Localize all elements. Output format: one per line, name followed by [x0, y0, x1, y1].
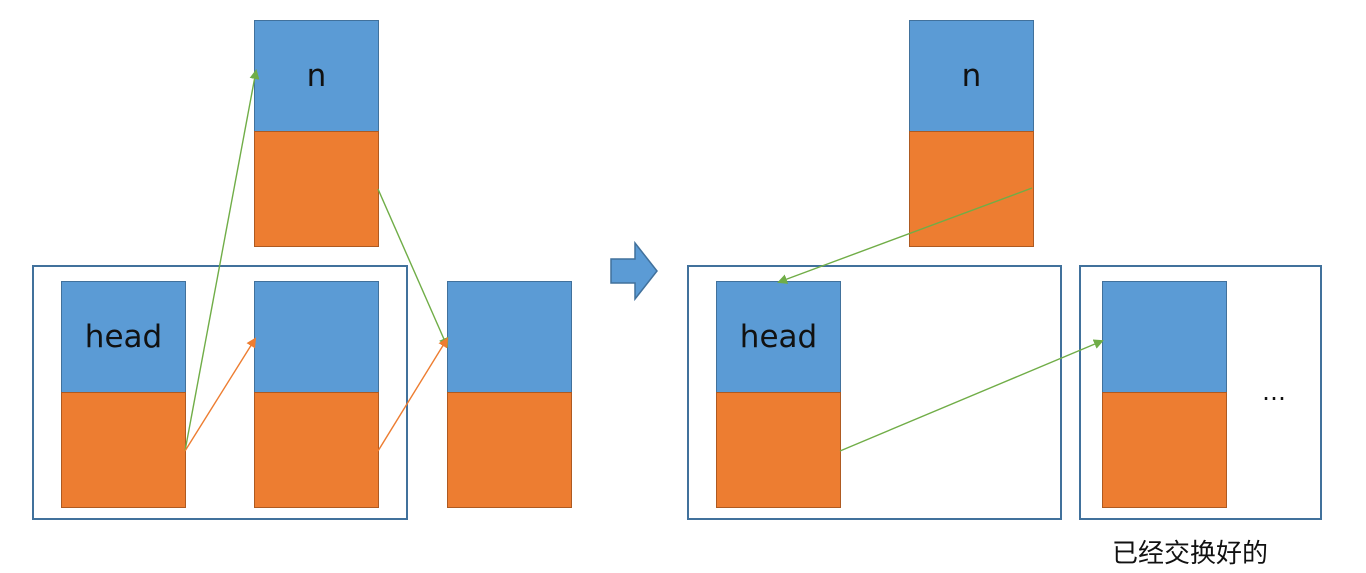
- right-node-n: n: [909, 20, 1034, 247]
- arrow-head-next-to-swapped: [839, 339, 1104, 452]
- arrow-n-next-to-head: [777, 187, 1033, 284]
- arrow-head-next-to-node2: [184, 337, 257, 452]
- left-node-3-next: [447, 392, 572, 508]
- left-node-3: [447, 281, 572, 508]
- arrow-n-next-to-node3: [377, 188, 449, 348]
- left-node-3-data: [447, 281, 572, 393]
- left-node-head: head: [61, 281, 186, 508]
- arrow-head-next-to-n: [184, 69, 260, 452]
- left-node-head-data: head: [61, 281, 186, 393]
- right-node-swapped-data: [1102, 281, 1227, 393]
- transition-arrow-icon: [610, 240, 658, 302]
- right-node-head-data: head: [716, 281, 841, 393]
- right-node-n-next: [909, 131, 1034, 247]
- swapped-group-frame: [1079, 265, 1322, 520]
- right-node-n-data: n: [909, 20, 1034, 132]
- right-group-frame: [687, 265, 1062, 520]
- left-node-n: n: [254, 20, 379, 247]
- right-node-swapped-next: [1102, 392, 1227, 508]
- right-node-head-next: [716, 392, 841, 508]
- arrow-node2-next-to-node3: [377, 337, 449, 452]
- left-node-n-next: [254, 131, 379, 247]
- left-node-2: [254, 281, 379, 508]
- ellipsis-text: …: [1262, 378, 1286, 406]
- left-node-2-next: [254, 392, 379, 508]
- right-node-head: head: [716, 281, 841, 508]
- left-node-head-next: [61, 392, 186, 508]
- right-node-swapped: [1102, 281, 1227, 508]
- left-node-2-data: [254, 281, 379, 393]
- swapped-caption: 已经交换好的: [1112, 539, 1269, 569]
